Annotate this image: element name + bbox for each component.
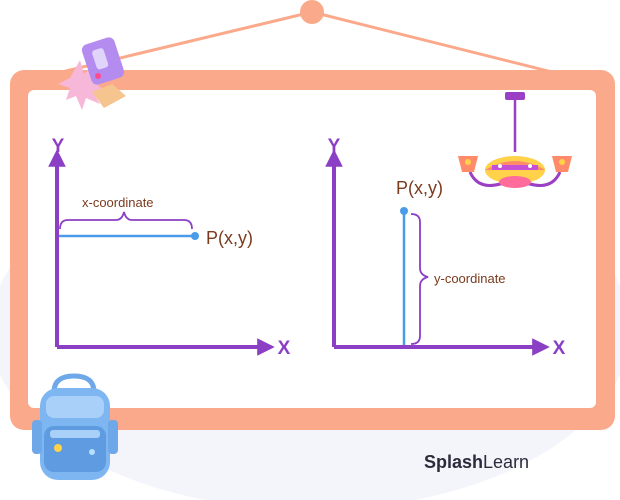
brand-logo: SplashLearn xyxy=(424,452,529,473)
chandelier-icon xyxy=(458,92,572,188)
point-p xyxy=(400,207,408,215)
brace-label: x-coordinate xyxy=(82,195,154,210)
x-axis-label: X xyxy=(278,338,291,359)
point-p xyxy=(191,232,199,240)
pencil-sharpener-icon xyxy=(58,37,126,110)
board-surface xyxy=(28,90,596,408)
brand-regular: Learn xyxy=(483,452,530,472)
brand-bold: Splash xyxy=(424,452,484,472)
y-axis-label: Y xyxy=(328,136,341,157)
point-label: P(x,y) xyxy=(396,178,443,198)
y-axis-label: Y xyxy=(52,136,65,157)
x-coordinate-brace xyxy=(59,211,193,230)
point-label: P(x,y) xyxy=(206,228,253,248)
brace-label: y-coordinate xyxy=(434,271,506,286)
y-coordinate-brace xyxy=(410,213,429,345)
backpack-icon xyxy=(32,373,118,480)
diagram-right: Y X P(x,y) y-coordinate xyxy=(325,136,566,359)
hanging-nail xyxy=(300,0,324,24)
x-axis-label: X xyxy=(553,338,566,359)
diagram-left: Y X P(x,y) x-coordinate xyxy=(48,136,291,359)
